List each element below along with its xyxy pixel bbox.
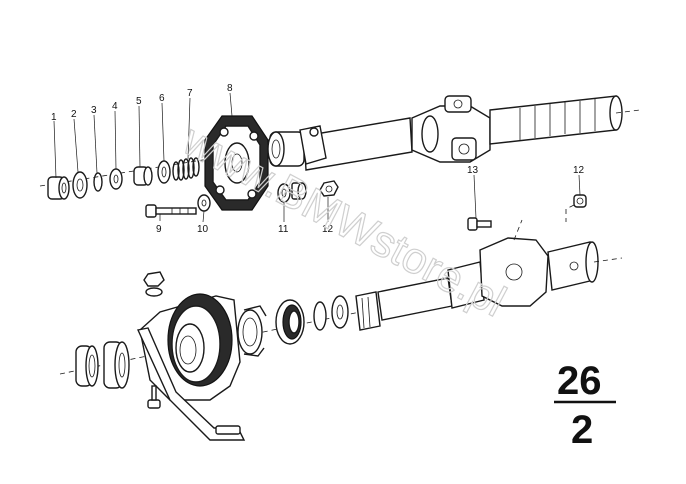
callout-3: 3 [91,105,97,116]
page-reference: 26 2 [554,359,616,452]
part-13-bolt [467,217,492,231]
support-bolt [147,385,161,409]
part-7-spring [172,157,200,181]
part-3-circlip [93,172,103,192]
callout-12-left: 12 [322,224,334,235]
part-12-nut-upper [291,182,307,200]
page-ref-numerator: 26 [557,359,602,403]
callout-12-right: 12 [573,165,585,176]
callout-2: 2 [71,109,77,120]
part-12-nut-small [565,194,587,222]
part-2-washer [72,171,88,199]
bearing-left [75,345,99,387]
spacer-ring [331,295,349,329]
part-5-sleeve [133,166,153,186]
retainer-ring [237,305,267,357]
dust-shield [275,299,305,345]
callout-10: 10 [197,224,209,235]
callout-13: 13 [467,165,479,176]
part-1-bushing [47,176,70,200]
seal-ring [313,301,327,331]
support-nut [143,271,165,297]
center-support-bearing [136,293,246,441]
part-9-bolt [145,204,197,218]
callout-6: 6 [159,93,165,104]
callout-11: 11 [278,224,289,235]
callout-1: 1 [51,112,57,123]
part-12-nut-right [319,180,339,197]
propeller-shaft-front [267,95,641,171]
part-6-washer [157,160,171,184]
callout-8: 8 [227,83,233,94]
callout-4: 4 [112,101,118,112]
part-10-washer [197,194,211,212]
lower-assembly [59,219,623,441]
callout-labels: 1 2 3 4 5 6 7 8 9 10 11 12 12 13 [51,83,585,235]
upper-assembly [39,95,641,231]
callout-leaders [53,92,581,223]
page-ref-denominator: 2 [571,408,593,452]
callout-9: 9 [156,224,162,235]
part-4-ring [109,168,123,190]
bearing-right [103,341,130,389]
callout-5: 5 [136,96,142,107]
callout-7: 7 [187,88,193,99]
part-8-flex-coupling [204,115,269,211]
propeller-shaft-rear [355,219,623,331]
